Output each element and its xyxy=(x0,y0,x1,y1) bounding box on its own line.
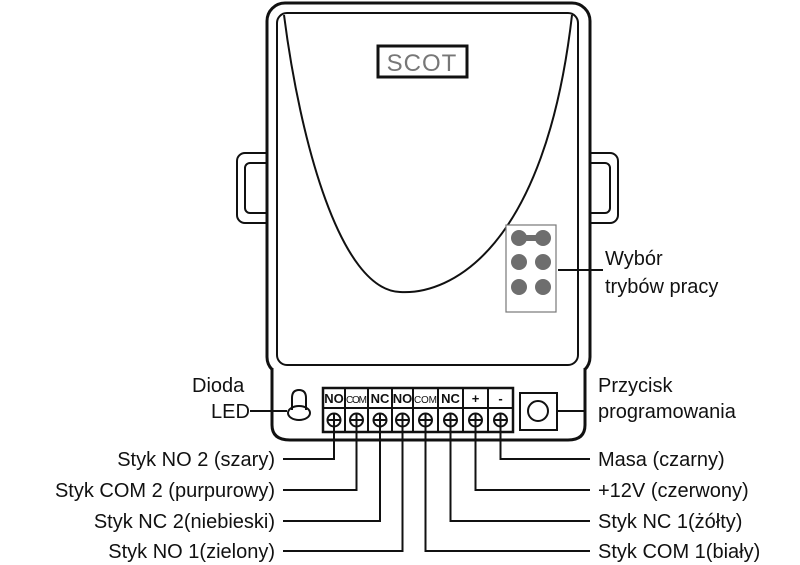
terminal-label: NC xyxy=(441,391,460,406)
terminal-screw-icon xyxy=(326,412,342,428)
wire-line xyxy=(283,427,358,491)
terminal-label: COM xyxy=(414,395,437,406)
wire-label-left: Styk NC 2(niebieski) xyxy=(94,511,275,533)
wire-label-right: Masa (czarny) xyxy=(598,449,725,471)
led-label: Dioda xyxy=(192,375,245,397)
terminal-label: NO xyxy=(324,391,344,406)
mode-select-label-2: trybów pracy xyxy=(605,276,718,298)
wire-label-right: Styk COM 1(biały) xyxy=(598,541,760,563)
wire-line xyxy=(283,427,381,522)
led-icon xyxy=(287,388,311,421)
program-button-label: Przycisk xyxy=(598,375,673,397)
wire-line xyxy=(449,427,590,522)
logo-text: SCOT xyxy=(387,50,458,77)
program-button[interactable] xyxy=(519,392,558,431)
terminal-label: + xyxy=(472,391,480,406)
wire-label-right: Styk NC 1(żółty) xyxy=(598,511,742,533)
terminal-label: COM xyxy=(346,395,367,406)
program-button-label-2: programowania xyxy=(598,401,737,423)
terminal-screw-icon xyxy=(349,412,364,428)
mode-select-label: Wybór xyxy=(605,248,663,270)
wire-line xyxy=(499,427,590,460)
terminal-screw-icon xyxy=(418,412,433,428)
terminal-screw-icon xyxy=(493,412,508,428)
terminal-label: NO xyxy=(393,391,413,406)
wire-label-right: +12V (czerwony) xyxy=(598,480,749,502)
terminal-screw-icon xyxy=(443,412,458,428)
terminal-screw-icon xyxy=(395,412,410,428)
scot-logo: SCOT xyxy=(376,44,469,79)
led-label-2: LED xyxy=(211,401,250,423)
wire-label-left: Styk NO 1(zielony) xyxy=(108,541,275,563)
wire-line xyxy=(283,427,335,460)
terminal-label: - xyxy=(498,391,502,406)
wire-line xyxy=(283,427,404,552)
wires: Styk NO 2 (szary) Styk COM 2 (purpurowy) S… xyxy=(55,427,760,563)
wire-label-left: Styk NO 2 (szary) xyxy=(117,449,275,471)
wire-line xyxy=(474,427,590,491)
terminal-screw-icon xyxy=(468,412,483,428)
terminal-screw-icon xyxy=(372,412,388,428)
wire-line xyxy=(424,427,590,552)
wire-label-left: Styk COM 2 (purpurowy) xyxy=(55,480,275,502)
terminal-label: NC xyxy=(371,391,390,406)
mode-jumper-block[interactable] xyxy=(505,224,557,313)
